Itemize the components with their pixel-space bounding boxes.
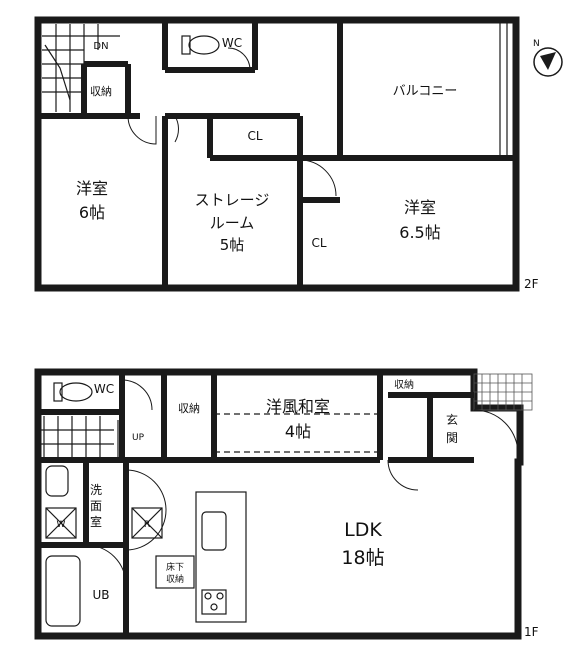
- door-swing: [121, 379, 153, 411]
- storage-room-size: 5帖: [220, 236, 245, 254]
- door-swing: [227, 47, 251, 71]
- refrigerator-icon: [131, 507, 163, 539]
- door-swing: [387, 459, 419, 491]
- storage-room-name-1: ストレージ: [195, 191, 270, 209]
- washing-machine-icon: [45, 507, 77, 539]
- compass-icon: N: [533, 39, 563, 77]
- dn-label: DN: [93, 41, 108, 52]
- storage-label-1f-left: 収納: [178, 402, 200, 415]
- underfloor-label-1: 床下: [166, 561, 184, 573]
- entrance-label-2: 関: [446, 431, 458, 445]
- floor-label-2f: 2F: [524, 277, 539, 291]
- western-room-6-name: 洋室: [76, 179, 108, 198]
- closet-label-small: CL: [311, 236, 326, 250]
- door-swing: [85, 544, 127, 586]
- first-floor-stairs: [40, 416, 119, 460]
- japanese-room-name: 洋風和室: [266, 397, 330, 416]
- bathtub-icon: [45, 555, 81, 627]
- balcony-label: バルコニー: [393, 84, 458, 99]
- kitchen-counter: [195, 491, 247, 623]
- door-swing: [125, 469, 167, 551]
- compass-label: N: [533, 39, 540, 49]
- storage-label-2f: 収納: [90, 85, 112, 98]
- door-swing: [299, 159, 337, 197]
- washroom-label-3: 室: [90, 514, 102, 529]
- ldk-name: LDK: [344, 519, 382, 541]
- fridge-mark: R: [144, 520, 150, 530]
- toilet-icon-1f: [59, 382, 93, 402]
- first-floor-plan: [34, 368, 533, 640]
- sink-icon: [201, 511, 227, 551]
- toilet-icon: [188, 35, 220, 55]
- storage-room-name-2: ルーム: [210, 214, 255, 232]
- washroom-label-2: 面: [90, 499, 102, 513]
- entrance-label-1: 玄: [446, 412, 458, 427]
- ldk-size: 18帖: [341, 547, 384, 569]
- second-floor-stairs: [42, 24, 120, 112]
- western-room-65-name: 洋室: [404, 198, 436, 217]
- wc-label-2f: WC: [222, 36, 242, 50]
- washroom-label-1: 洗: [90, 483, 102, 497]
- floor-label-1f: 1F: [524, 625, 539, 639]
- stove-icon: [201, 589, 227, 615]
- underfloor-storage-box: [155, 555, 195, 589]
- wash-basin-icon: [45, 465, 69, 497]
- second-floor-plan: [34, 16, 520, 292]
- ub-label: UB: [92, 588, 109, 602]
- wc-label-1f: WC: [94, 382, 114, 396]
- washer-mark: W: [57, 520, 66, 530]
- door-swing: [473, 409, 519, 455]
- door-swing: [174, 115, 179, 143]
- second-floor-outer-wall: [34, 16, 520, 292]
- japanese-room-size: 4帖: [285, 422, 311, 441]
- door-swing: [127, 115, 157, 145]
- underfloor-label-2: 収納: [166, 573, 184, 585]
- closet-label-top: CL: [247, 129, 262, 143]
- up-label: UP: [132, 433, 145, 443]
- storage-label-1f-top: 収納: [394, 378, 414, 391]
- western-room-6-size: 6帖: [79, 203, 105, 222]
- western-room-65-size: 6.5帖: [399, 223, 440, 242]
